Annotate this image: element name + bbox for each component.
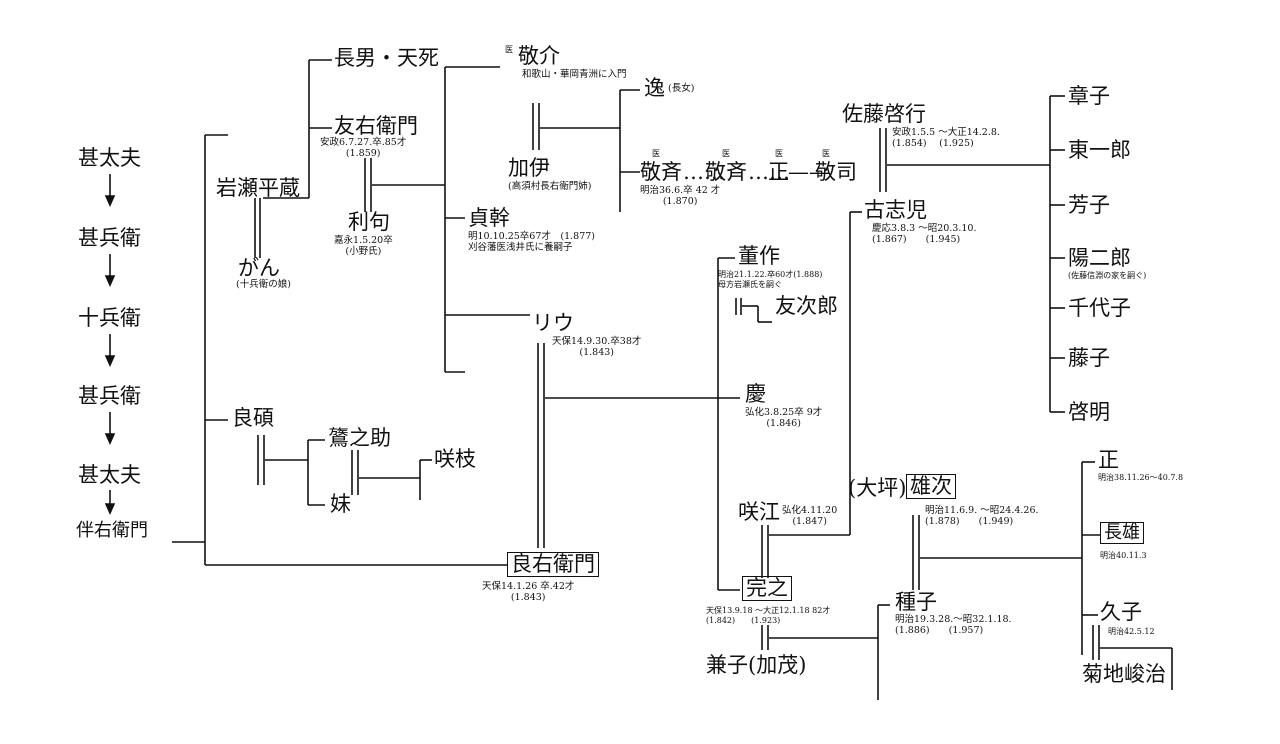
child-6: 藤子 [1068,346,1110,370]
kinsaku: 董作 [738,244,780,268]
tadashi-dates: 明治38.11.26～40.7.8 [1098,473,1184,482]
otsubo: (大坪) [848,476,907,500]
dots-2: …… [748,160,790,184]
yuji: 雄次 [906,474,956,499]
yojiro-note: (佐藤信淵の家を嗣ぐ) [1068,271,1147,280]
sakie2: 咲江 [738,500,780,524]
lineage-4: 甚兵衛 [78,384,141,408]
kanno-dates: 天保13.9.18 ～大正12.1.18 82才 (1.842) (1.923) [706,606,831,625]
ryouemon-dates: 天保14.1.26 卒.42才 (1.843) [482,581,575,603]
nagao-dates: 明治40.11.3 [1100,551,1147,560]
child-4: 陽二郎 [1068,246,1131,270]
kai-note: (高須村長右衛門姉) [508,181,592,192]
child-2: 東一郎 [1068,138,1131,162]
tomouemon-dates: 安政6.7.27.卒.85才 (1.859) [320,137,407,159]
hisako: 久子 [1100,600,1142,624]
kinsaku-dates: 明治21.1.22.卒60才(1.888) 母方岩瀬氏を嗣ぐ [718,270,823,289]
keisuke-prefix: 医 [505,45,513,54]
chonan: 長男・天死 [334,46,439,70]
teikan: 貞幹 [468,206,510,230]
rikun: 利句 [348,210,390,234]
kai: 加伊 [508,156,550,180]
sakie: 咲枝 [434,447,476,471]
nagao: 長雄 [1100,522,1144,544]
doctor-mark-2: 医 [722,149,730,158]
kei: 慶 [745,382,766,406]
keisai-2: 敬斉 [705,160,747,184]
keisuke: 敬介 [518,44,560,68]
lineage-5: 甚太夫 [78,463,141,487]
koshiji: 古志児 [864,198,927,222]
lineage-3: 十兵衛 [78,306,141,330]
lineage-1: 甚太夫 [78,146,141,170]
dots-1: …… [683,160,725,184]
hisako-dates: 明治42.5.12 [1108,627,1155,636]
gan: がん [238,256,280,280]
teikan-dates: 明10.10.25卒67才 (1.877) 刈谷藩医浅井氏に養嗣子 [468,231,596,253]
keisuke-note: 和歌山・華岡青洲に入門 [522,69,627,80]
tomojiro: 友次郎 [775,294,838,318]
rikun-dates: 嘉永1.5.20卒 (小野氏) [334,235,393,257]
tadashi: 正 [1098,448,1119,472]
dash: —— [788,160,830,184]
yuji-dates: 明治11.6.9. ～昭24.4.26. (1.878) (1.949) [925,505,1039,527]
itsu: 逸 [644,76,665,100]
itsu-note: (長女) [668,83,695,94]
iwase-heizo: 岩瀬平蔵 [216,176,300,200]
kei-dates: 弘化3.8.25卒 9才 (1.846) [745,407,823,429]
imoto: 妹 [330,492,351,516]
child-1: 章子 [1068,84,1110,108]
ryouemon: 良右衛門 [507,552,599,577]
ryo-dates: 天保14.9.30.卒38才 (1.843) [552,336,642,358]
doctor-mark-1: 医 [652,149,660,158]
ryo: リウ [532,311,574,335]
sakie2-dates: 弘化4.11.20 (1.847) [782,505,838,527]
child-7: 啓明 [1068,400,1110,424]
gan-note: (十兵衛の娘) [236,279,291,290]
tomouemon: 友右衛門 [334,114,418,138]
keiji: 敬司 [815,160,857,184]
taneko-dates: 明治19.3.28.～昭32.1.18. (1.886) (1.957) [895,614,1012,636]
lineage-6: 伴右衛門 [76,520,148,541]
child-3: 芳子 [1068,193,1110,217]
tadashi-doc: 正 [768,160,789,184]
keisai-1: 敬斉 [640,160,682,184]
sato-keiko: 佐藤啓行 [842,102,926,126]
doctor-mark-4: 医 [822,149,830,158]
kikuchi: 菊地峻治 [1082,662,1166,686]
doctor-mark-3: 医 [775,149,783,158]
sato-dates: 安政1.5.5 ～大正14.2.8. (1.854) (1.925) [892,127,1000,149]
lineage-2: 甚兵衛 [78,226,141,250]
kaneko: 兼子(加茂) [706,653,807,677]
taneko: 種子 [895,590,937,614]
koshiji-dates: 慶応3.8.3 ～昭20.3.10. (1.867) (1.945) [872,223,977,245]
ryoseki: 良碩 [232,406,274,430]
mukonosuke: 鷟之助 [328,426,391,450]
keisai-dates: 明治36.6.卒 42 才 (1.870) [640,185,721,207]
child-5: 千代子 [1068,296,1131,320]
kanno: 完之 [742,576,792,601]
